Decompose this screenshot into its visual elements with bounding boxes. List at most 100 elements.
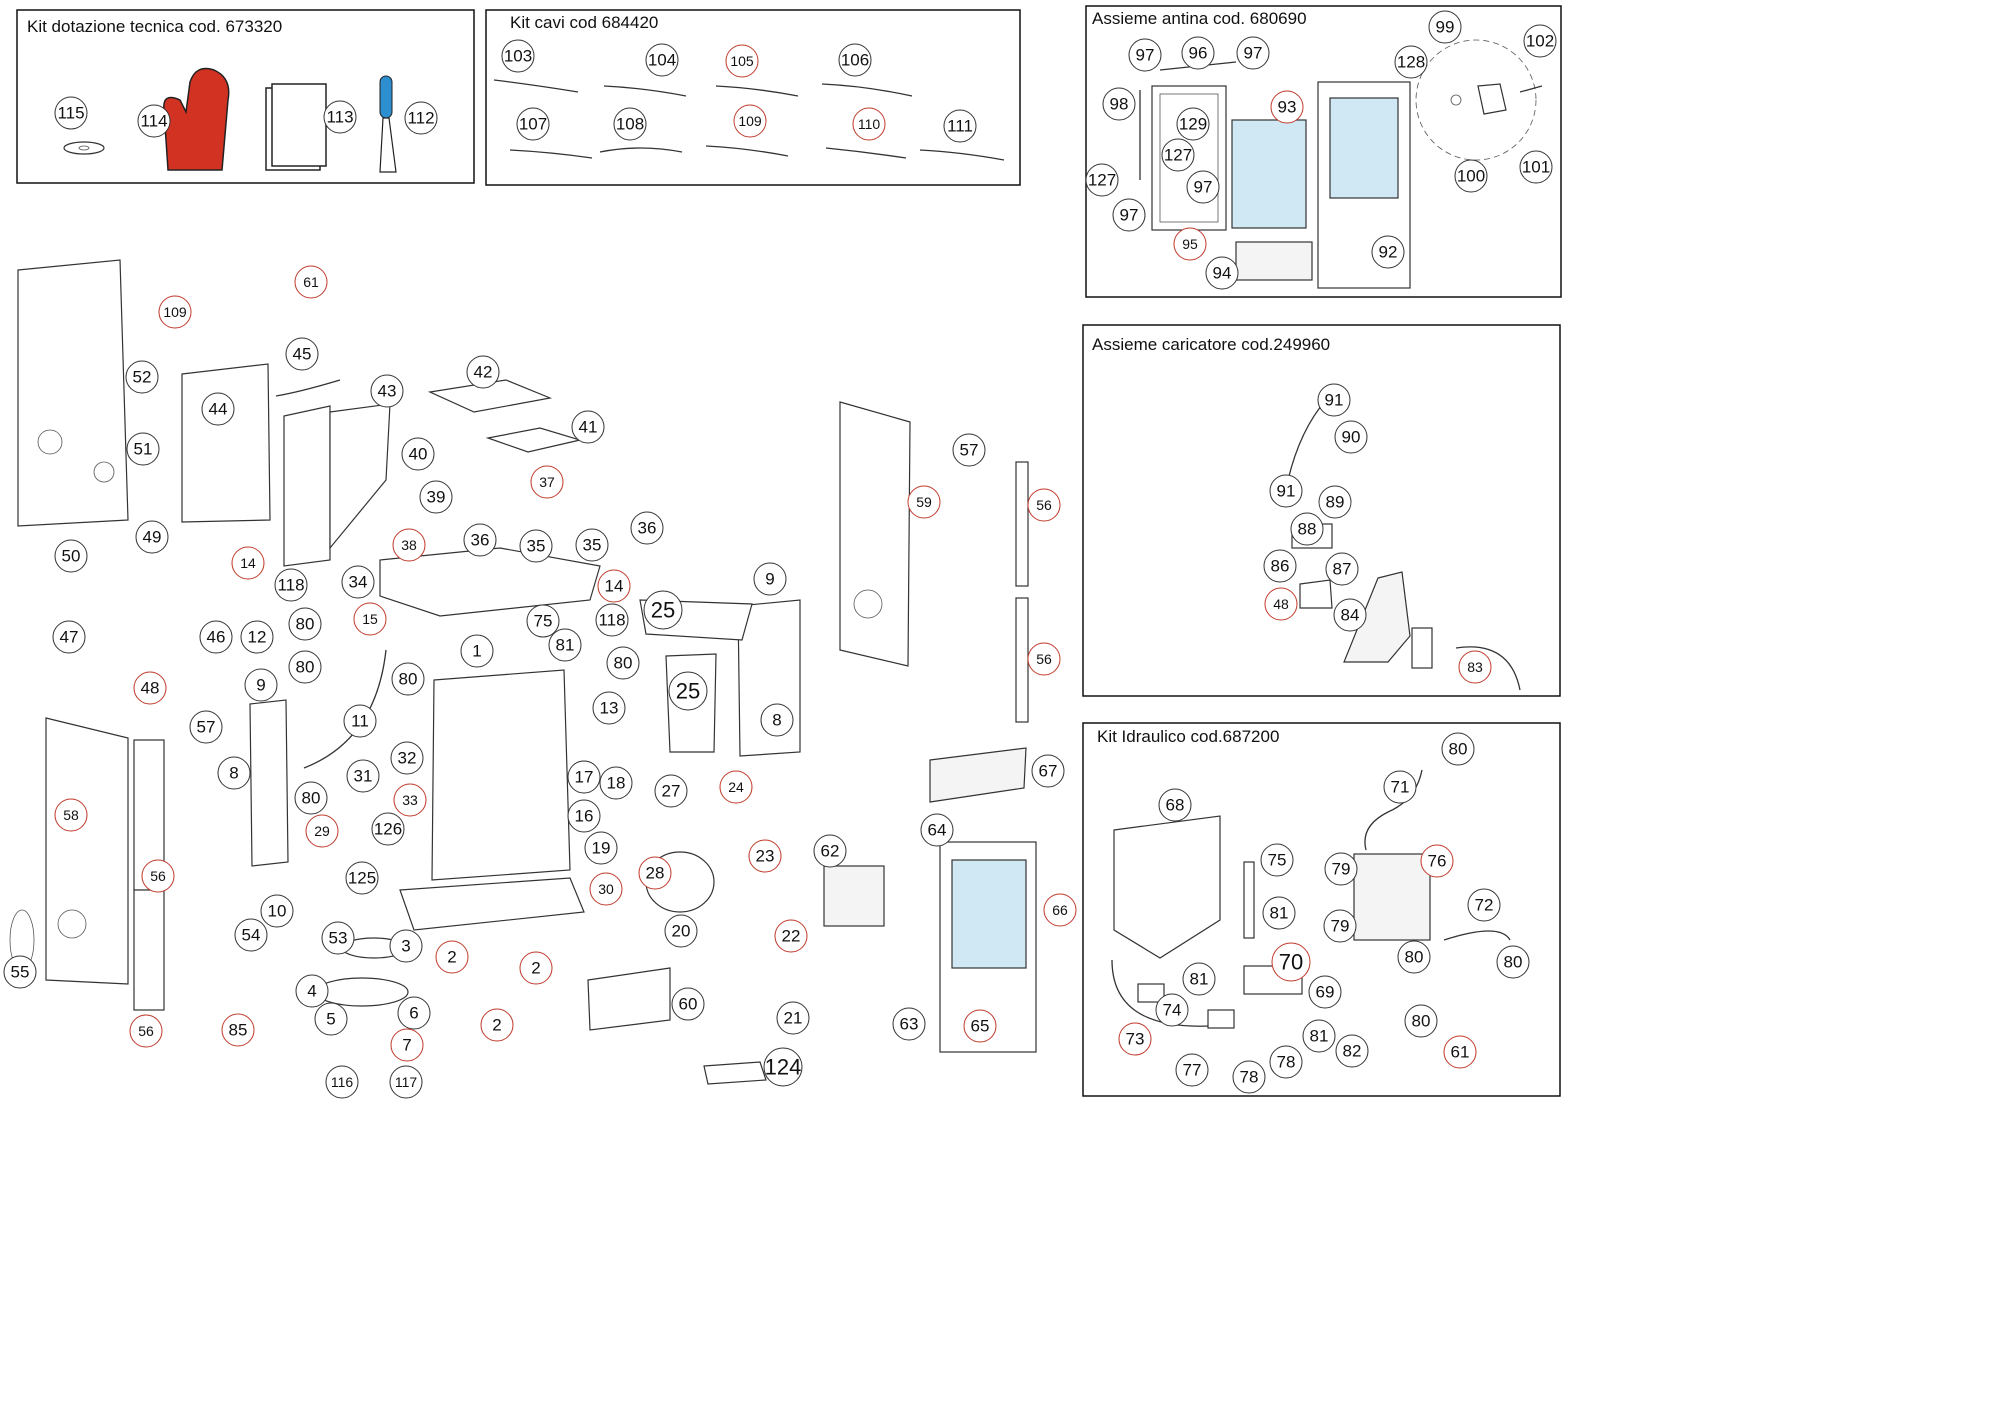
callout-35: 35 xyxy=(519,529,553,563)
callout-number: 49 xyxy=(143,528,162,547)
callout-circle xyxy=(1173,227,1207,261)
callout-129: 129 xyxy=(1176,107,1210,141)
callout-circle xyxy=(643,590,683,630)
cable-set-icons xyxy=(493,79,1005,161)
callout-circle xyxy=(753,562,787,596)
callout-number: 22 xyxy=(782,927,801,946)
callout-circle xyxy=(341,565,375,599)
callout-77: 77 xyxy=(1175,1053,1209,1087)
callout-number: 18 xyxy=(607,774,626,793)
callout-number: 4 xyxy=(307,982,316,1001)
callout-111: 111 xyxy=(943,109,977,143)
callout-number: 10 xyxy=(268,902,287,921)
callout-circle xyxy=(760,703,794,737)
callout-49: 49 xyxy=(135,520,169,554)
callout-circle xyxy=(595,603,629,637)
callout-number: 75 xyxy=(1268,851,1287,870)
callout-number: 61 xyxy=(1451,1043,1470,1062)
callout-number: 113 xyxy=(326,108,353,127)
callout-circle xyxy=(1181,36,1215,70)
caricatore-frame xyxy=(1082,324,1561,697)
callout-43: 43 xyxy=(370,374,404,408)
idraulico-frame xyxy=(1082,722,1561,1097)
callout-81: 81 xyxy=(548,628,582,662)
callout-circle xyxy=(288,607,322,641)
callout-circle xyxy=(1236,36,1270,70)
box-title-kit-tecnica: Kit dotazione tecnica cod. 673320 xyxy=(27,17,282,36)
callout-circle xyxy=(1085,163,1119,197)
callout-circle xyxy=(1269,1045,1303,1079)
callout-circle xyxy=(1102,87,1136,121)
callout-circle xyxy=(3,955,37,989)
callout-circle xyxy=(1496,945,1530,979)
callout-number: 80 xyxy=(1405,948,1424,967)
callout-47: 47 xyxy=(52,620,86,654)
callout-circle xyxy=(892,1007,926,1041)
callout-number: 57 xyxy=(197,718,216,737)
callout-number: 20 xyxy=(672,922,691,941)
callout-80: 80 xyxy=(288,607,322,641)
callout-62: 62 xyxy=(813,834,847,868)
callout-97: 97 xyxy=(1128,38,1162,72)
callout-number: 96 xyxy=(1189,44,1208,63)
callout-56: 56 xyxy=(141,859,175,893)
kit-tecnica-frame xyxy=(16,9,475,184)
callout-number: 91 xyxy=(1277,482,1296,501)
callout-circle xyxy=(516,107,550,141)
callout-36: 36 xyxy=(630,511,664,545)
callout-number: 58 xyxy=(63,807,79,823)
callout-circle xyxy=(189,710,223,744)
callout-number: 24 xyxy=(728,779,744,795)
callout-circle xyxy=(397,996,431,1030)
callout-circle xyxy=(813,834,847,868)
callout-number: 35 xyxy=(527,537,546,556)
callout-number: 80 xyxy=(302,789,321,808)
callout-25: 25 xyxy=(643,590,683,630)
callout-circle xyxy=(943,109,977,143)
callout-number: 44 xyxy=(209,400,228,419)
callout-number: 14 xyxy=(240,555,256,571)
callout-circle xyxy=(575,528,609,562)
callout-number: 83 xyxy=(1467,659,1483,675)
box-title-idraulico: Kit Idraulico cod.687200 xyxy=(1097,727,1279,746)
callout-circle xyxy=(158,295,192,329)
callout-circle xyxy=(1397,940,1431,974)
callout-number: 15 xyxy=(362,611,378,627)
callout-33: 33 xyxy=(393,783,427,817)
callout-number: 25 xyxy=(651,598,675,623)
callout-circle xyxy=(1333,598,1367,632)
callout-113: 113 xyxy=(323,100,357,134)
callout-7: 7 xyxy=(390,1028,424,1062)
callout-98: 98 xyxy=(1102,87,1136,121)
callout-number: 1 xyxy=(472,642,481,661)
callout-number: 36 xyxy=(471,531,490,550)
callout-circle xyxy=(244,668,278,702)
callout-circle xyxy=(346,759,380,793)
callout-56: 56 xyxy=(1027,642,1061,676)
callout-circle xyxy=(1161,138,1195,172)
callout-number: 32 xyxy=(398,749,417,768)
callout-number: 47 xyxy=(60,628,79,647)
callout-4: 4 xyxy=(295,974,329,1008)
callout-number: 48 xyxy=(141,679,160,698)
callout-118: 118 xyxy=(274,568,308,602)
callout-number: 76 xyxy=(1428,852,1447,871)
callout-91: 91 xyxy=(1317,383,1351,417)
callout-number: 56 xyxy=(1036,651,1052,667)
callout-number: 81 xyxy=(556,636,575,655)
callout-circle xyxy=(597,569,631,603)
callout-124: 124 xyxy=(763,1047,803,1087)
callout-109: 109 xyxy=(733,104,767,138)
callout-number: 70 xyxy=(1279,950,1303,975)
callout-number: 103 xyxy=(504,47,532,66)
callout-79: 79 xyxy=(1323,909,1357,943)
callout-circle xyxy=(526,604,560,638)
callout-circle xyxy=(345,861,379,895)
callout-number: 92 xyxy=(1379,243,1398,262)
callout-number: 85 xyxy=(229,1021,248,1040)
callout-circle xyxy=(1523,24,1557,58)
callout-number: 9 xyxy=(256,676,265,695)
callout-number: 64 xyxy=(928,821,947,840)
callout-circle xyxy=(135,520,169,554)
callout-25: 25 xyxy=(668,671,708,711)
